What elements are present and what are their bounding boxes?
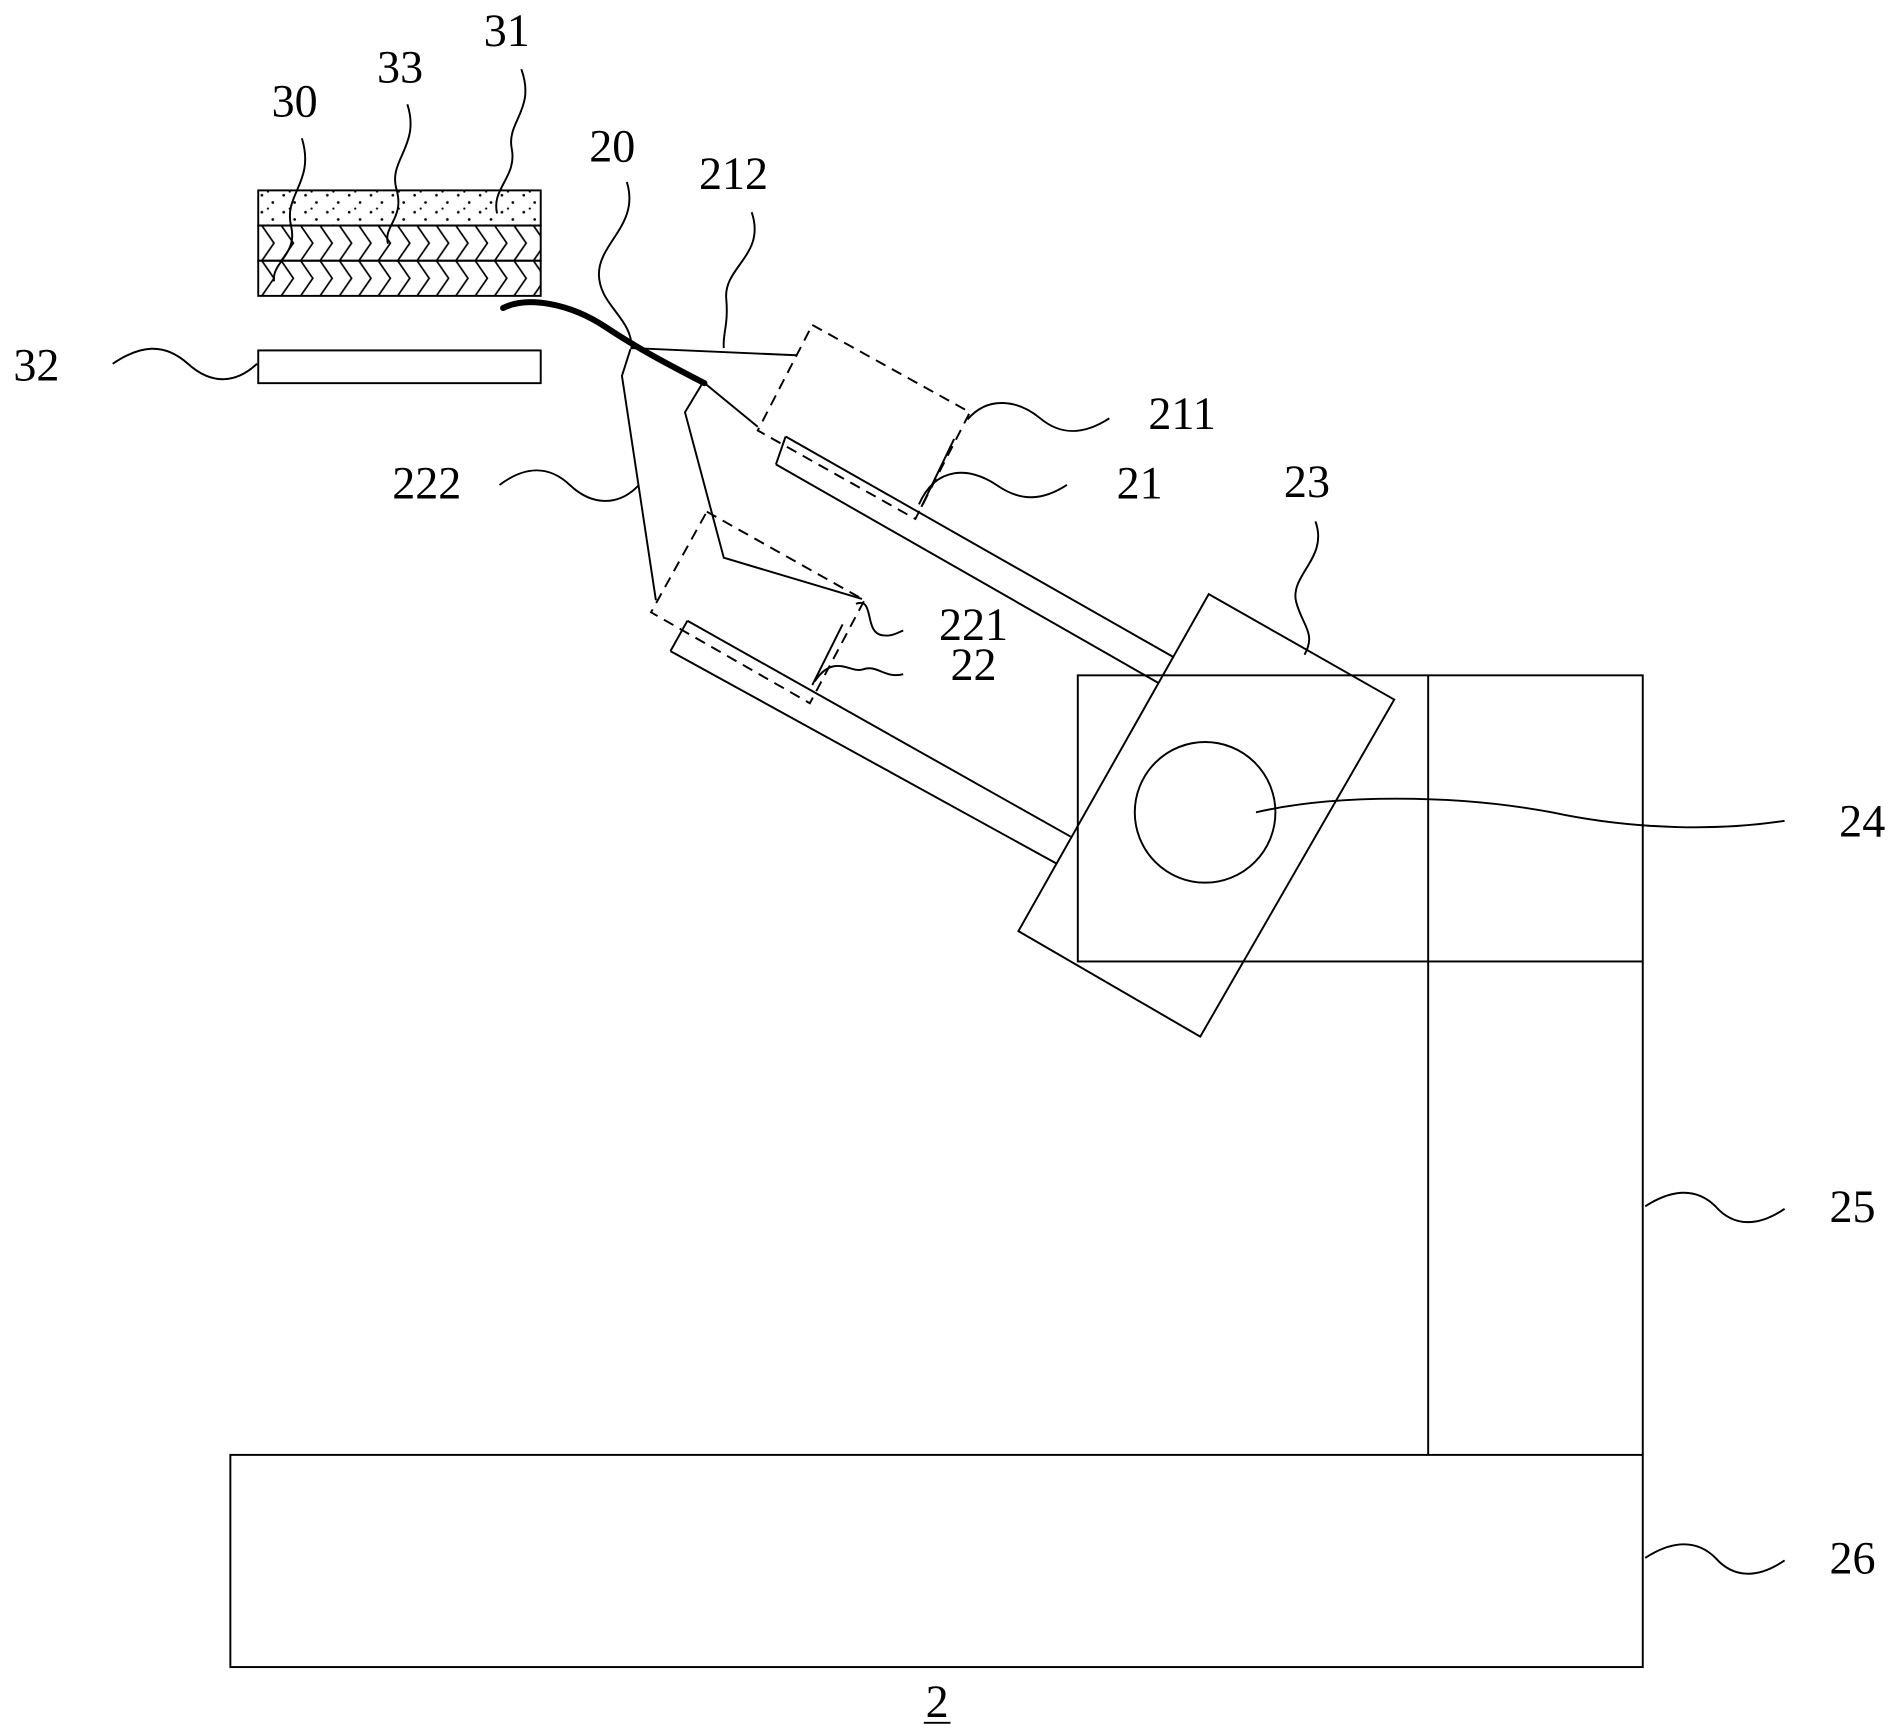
layer-30 — [257, 259, 542, 297]
arm-21-bottom-edge — [775, 463, 1159, 684]
block-23 — [1017, 592, 1396, 1038]
layer-stack — [257, 189, 542, 297]
label-23: 23 — [1284, 456, 1330, 507]
link-222 — [620, 348, 657, 601]
label-33: 33 — [377, 41, 423, 92]
label-221: 221 — [939, 599, 1008, 650]
layer-31 — [257, 189, 542, 227]
leader-33 — [386, 104, 412, 244]
leader-20 — [597, 181, 633, 350]
label-24: 24 — [1839, 796, 1885, 847]
arm-21-inner-edge — [920, 438, 956, 508]
dashed-box-221 — [649, 510, 866, 705]
leader-212 — [722, 211, 756, 349]
circle-24 — [1133, 741, 1277, 884]
leader-26 — [1644, 1543, 1786, 1575]
leader-31 — [495, 68, 527, 214]
leader-23 — [1294, 521, 1320, 656]
base-26 — [229, 1453, 1644, 1669]
link-upper-diagonal — [702, 381, 759, 428]
leader-22 — [813, 665, 904, 682]
label-31: 31 — [484, 5, 530, 56]
arm-21-end-cap — [775, 436, 787, 465]
label-211: 211 — [1148, 388, 1215, 439]
leader-222 — [498, 469, 640, 502]
leader-21 — [918, 471, 1068, 505]
curve-20 — [500, 299, 708, 387]
arm-22-top-edge — [686, 619, 1072, 838]
arm-22-end-cap — [669, 620, 689, 652]
leader-211 — [966, 402, 1110, 432]
label-30: 30 — [272, 75, 318, 126]
label-26: 26 — [1829, 1533, 1875, 1584]
label-32: 32 — [13, 340, 59, 391]
dashed-box-211 — [756, 323, 972, 521]
leader-32 — [112, 347, 258, 381]
label-22: 22 — [951, 639, 997, 690]
link-lower-inner — [683, 381, 863, 600]
label-20: 20 — [589, 120, 635, 171]
leader-221 — [855, 601, 904, 637]
leader-24 — [1255, 797, 1785, 829]
label-21: 21 — [1117, 457, 1163, 508]
link-212 — [630, 347, 797, 357]
label-212: 212 — [699, 148, 768, 199]
leader-30 — [273, 137, 307, 282]
layer-33 — [257, 224, 542, 262]
frame-25 — [1076, 674, 1644, 1455]
arm-21 — [775, 435, 1175, 684]
frame-25-head — [1076, 674, 1644, 963]
label-222: 222 — [392, 457, 461, 508]
arm-22-bottom-edge — [669, 650, 1057, 865]
reference-numerals: 31 33 30 20 212 32 211 222 21 23 221 22 … — [13, 5, 1885, 1727]
plate-32 — [257, 349, 542, 385]
figure-number: 2 — [926, 1676, 949, 1727]
label-25: 25 — [1829, 1181, 1875, 1232]
arm-22-inner-edge — [811, 623, 844, 686]
leader-25 — [1644, 1191, 1786, 1224]
arm-22 — [669, 619, 1072, 865]
arm-21-top-edge — [785, 435, 1175, 658]
